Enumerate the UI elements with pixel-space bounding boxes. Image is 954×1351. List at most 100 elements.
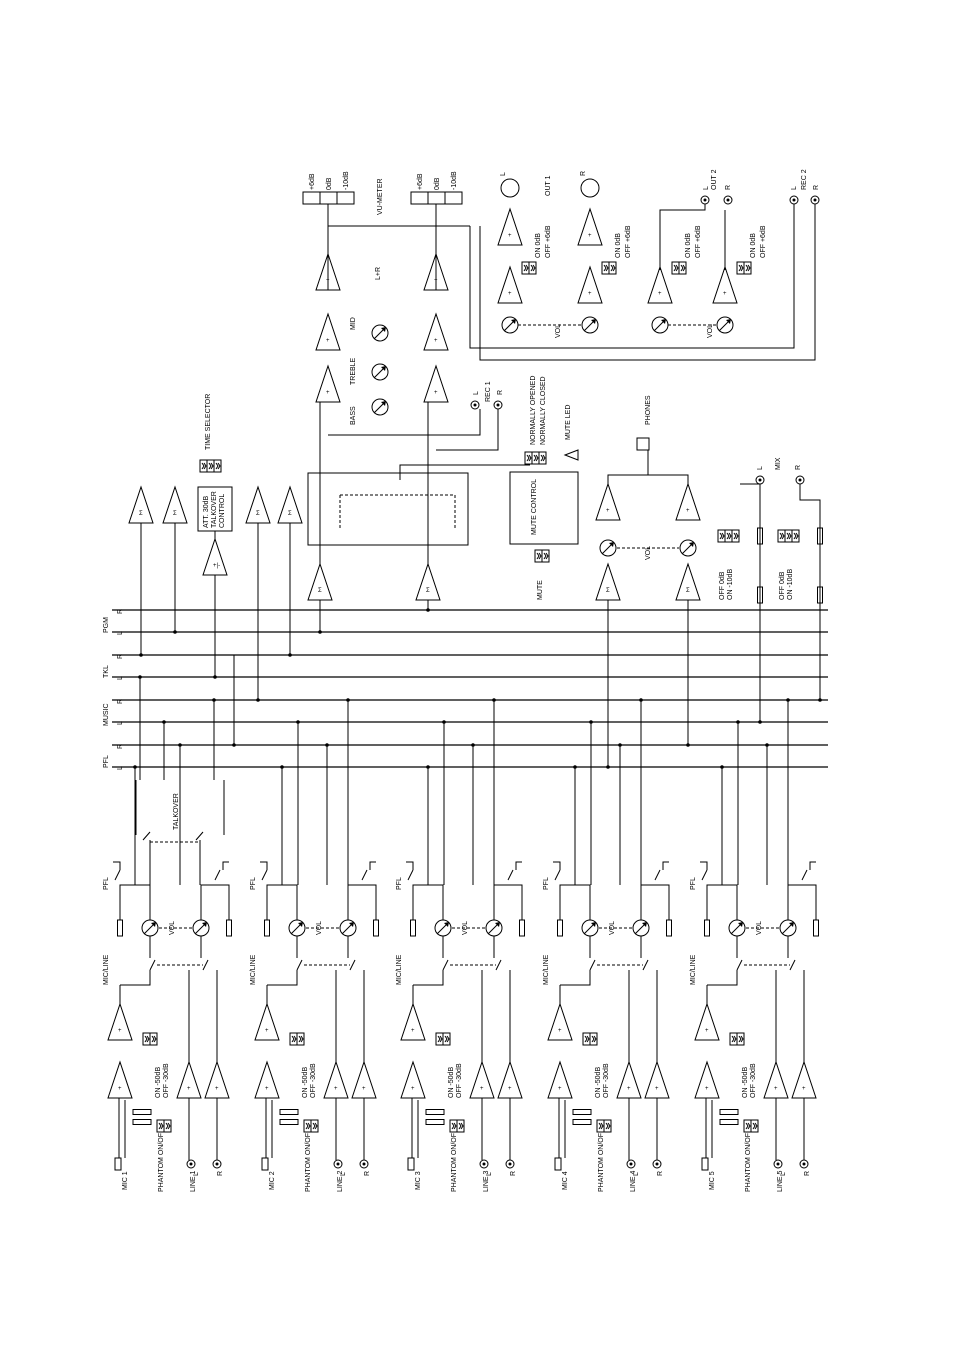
dot (232, 743, 236, 747)
mix-l-label: L (757, 466, 764, 470)
ch5-dot (720, 765, 724, 769)
amplifier-body (415, 562, 441, 601)
talkover-label: TALKOVER (211, 491, 218, 528)
ch3-phantom-resistor (425, 1109, 445, 1115)
ch5-pfl-switch (701, 869, 708, 881)
ch5-dot (765, 743, 769, 747)
amplifier-mark: + (508, 291, 512, 297)
mix-on-l: ON -10dB (727, 569, 734, 600)
amplifier-mark: Σ (256, 511, 260, 517)
ch1-mic-line-switch (202, 959, 209, 971)
ch4-dot (639, 698, 643, 702)
bus-label-pfl: PFL (103, 755, 110, 768)
rec1-jack-r (493, 400, 503, 410)
bus-label-r: R (117, 609, 124, 614)
switch-mark (726, 532, 732, 540)
vu-meter-label: VU-METER (377, 178, 384, 215)
ch5-phantom-label: PHANTOM ON/OFF (745, 1129, 752, 1192)
switch-mark (437, 1035, 443, 1043)
dot (256, 698, 260, 702)
out1-jack (500, 178, 520, 198)
amplifier-mark: + (558, 1028, 562, 1034)
vu-meter-l-seg (319, 191, 338, 205)
ch2-vol-pot-l (288, 919, 306, 937)
ch5-gain-on-label: ON -50dB (742, 1067, 749, 1098)
bus-label-l: L (117, 766, 124, 770)
ch2-mic-line-switch (296, 959, 303, 971)
ch3-vol-pot-l (434, 919, 452, 937)
mute-control-label: MUTE CONTROL (531, 479, 538, 535)
out1-label: OUT 1 (545, 175, 552, 196)
amplifier-mark: + (480, 1086, 484, 1092)
ch5-mic-preamp-1: + (694, 1060, 720, 1099)
amplifier-mark: + (187, 1086, 191, 1092)
amplifier-mark: + (723, 291, 727, 297)
mid-pot (371, 324, 389, 342)
switch-mark (151, 1035, 157, 1043)
switch-mark (158, 1122, 164, 1130)
ch1-line-l: L (193, 1172, 200, 1176)
pot-arrow (591, 319, 596, 324)
amplifier-body (577, 207, 603, 246)
mute-relay-switch (524, 451, 547, 465)
switch-mark (523, 264, 529, 272)
ch3-line-amp-r: + (497, 1060, 523, 1099)
ch5-phantom-switch (743, 1119, 759, 1133)
amplifier-body (202, 537, 228, 576)
switch-mark (165, 1122, 171, 1130)
pot-arrow (151, 922, 156, 927)
switch-mark (215, 462, 221, 470)
ch4-phantom-resistor (572, 1119, 592, 1125)
dot (818, 698, 822, 702)
ch4-gain-off-label: OFF -30dB (603, 1063, 610, 1098)
ch5-line-l: L (780, 1172, 787, 1176)
vu-meter-r-seg (410, 191, 429, 205)
dot (426, 608, 430, 612)
ch5-gain-off-label: OFF -30dB (750, 1063, 757, 1098)
amplifier-body (277, 485, 303, 524)
jack-pin (215, 1162, 219, 1166)
ch1-phantom-switch (156, 1119, 172, 1133)
switch-mark (738, 264, 744, 272)
amplifier-mark: + (215, 1086, 219, 1092)
out-vol-label: VOL (555, 324, 562, 338)
mute-led-label: MUTE LED (565, 405, 572, 440)
amplifier-body (176, 1060, 202, 1099)
phones-vol-r (679, 539, 697, 557)
mix-gain-switch-l (717, 529, 740, 543)
ch1-mic-line-label: MIC/LINE (103, 954, 110, 985)
treble-amp-r: + (423, 312, 449, 351)
ch4-line-label: LINE 4 (630, 1170, 637, 1192)
ch2-phantom-resistor (279, 1109, 299, 1115)
jack-pin (473, 403, 477, 407)
mix-off-r: OFF 0dB (779, 571, 786, 600)
ch1-gain-switch (142, 1032, 158, 1046)
ch4-line-amp-l: + (616, 1060, 642, 1099)
ch4-mic-preamp-2: + (547, 1002, 573, 1041)
normally-opened-label: NORMALLY OPENED (530, 376, 537, 445)
amplifier-body (128, 485, 154, 524)
jack-pin (629, 1162, 633, 1166)
out2-gain-off: OFF +6dB (625, 225, 632, 258)
out-vol-pot-1 (581, 316, 599, 334)
out2-on-r: ON 0dB (750, 233, 757, 258)
ch3-pfl-resistor (519, 919, 525, 937)
mix-jack-l (755, 475, 765, 485)
switch-mark (144, 1035, 150, 1043)
jack-pin (482, 1162, 486, 1166)
mix-jack-r (795, 475, 805, 485)
ch5-wire (707, 970, 738, 986)
ch2-vol-label: VOL (316, 921, 323, 935)
amplifier-mark: + (334, 1086, 338, 1092)
vu-scale-r: -10dB (451, 171, 458, 190)
vu-meter-r-seg (444, 191, 463, 205)
ch2-pfl-label: PFL (250, 877, 257, 890)
ch1-pfl-resistor (226, 919, 232, 937)
pot-arrow (789, 922, 794, 927)
switch-mark (673, 264, 679, 272)
amplifier-mark: + (774, 1086, 778, 1092)
ch3-mic-line-switch (495, 959, 502, 971)
phones-amp-r: + (675, 482, 701, 521)
amplifier-mark: + (655, 1086, 659, 1092)
ch2-mic-jack (261, 1157, 269, 1171)
